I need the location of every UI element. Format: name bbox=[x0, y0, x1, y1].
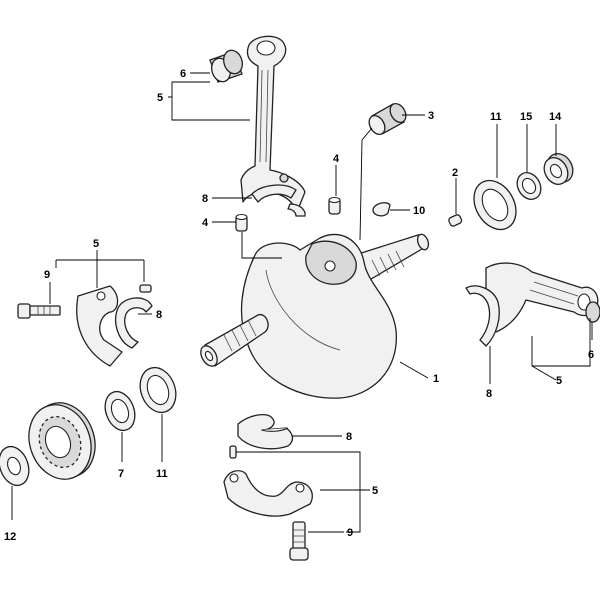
callout-1: 1 bbox=[433, 373, 439, 385]
callout-11-left: 11 bbox=[156, 468, 168, 480]
callout-15: 15 bbox=[520, 111, 532, 123]
bearing-shell-8-right bbox=[465, 285, 500, 347]
callout-2: 2 bbox=[452, 167, 458, 179]
callout-12: 12 bbox=[4, 531, 16, 543]
washer-7 bbox=[104, 390, 136, 432]
callout-5-right: 5 bbox=[556, 375, 562, 387]
callout-4-right: 4 bbox=[333, 153, 340, 165]
callout-6-right: 6 bbox=[588, 349, 594, 361]
callout-9-bottom: 9 bbox=[347, 527, 353, 539]
pin-2 bbox=[448, 214, 463, 227]
bolt-9-bottom bbox=[289, 521, 309, 561]
callout-8-upper: 8 bbox=[202, 193, 208, 205]
seal-14 bbox=[543, 153, 574, 185]
leader-lines bbox=[11, 72, 593, 533]
dowel-9-left bbox=[139, 284, 152, 293]
bearing-cap-5-bottom bbox=[223, 470, 313, 517]
callout-10: 10 bbox=[413, 205, 425, 217]
small-end-bushing-upper bbox=[209, 49, 243, 83]
bearing-shell-upper-middle bbox=[251, 184, 306, 217]
callout-5-left: 5 bbox=[93, 238, 99, 250]
washer-12 bbox=[0, 445, 30, 487]
bearing-shell-8-bottom bbox=[237, 413, 294, 450]
bearing-shell-8-left bbox=[115, 297, 153, 349]
callout-11-right: 11 bbox=[490, 111, 502, 123]
callout-3: 3 bbox=[428, 110, 434, 122]
thrust-washer-11-right bbox=[473, 179, 517, 231]
callout-8-bottom: 8 bbox=[346, 431, 352, 443]
callout-4-left: 4 bbox=[202, 217, 209, 229]
callout-5-upper: 5 bbox=[157, 92, 163, 104]
callout-8-left: 8 bbox=[156, 309, 162, 321]
crank-gear bbox=[28, 402, 96, 480]
dowel-pin-4-left bbox=[235, 213, 248, 232]
callout-14: 14 bbox=[549, 111, 562, 123]
sleeve-part-3 bbox=[368, 103, 407, 135]
thrust-washer-11-left bbox=[139, 366, 177, 414]
bearing-cap-5-left bbox=[76, 285, 123, 367]
callout-8-right: 8 bbox=[486, 388, 492, 400]
ring-15 bbox=[516, 172, 542, 200]
connecting-rod-upper bbox=[240, 35, 306, 213]
connecting-rod-right bbox=[485, 262, 599, 333]
callout-7: 7 bbox=[118, 468, 124, 480]
dowel-9-bottom bbox=[229, 445, 237, 459]
callout-9-left: 9 bbox=[44, 269, 50, 281]
callout-5-bottom: 5 bbox=[372, 485, 378, 497]
small-end-bushing-right bbox=[585, 301, 600, 323]
bolt-9-left bbox=[17, 303, 61, 319]
woodruff-key-10 bbox=[372, 202, 391, 217]
crankshaft bbox=[200, 233, 430, 399]
dowel-pin-4-right bbox=[328, 196, 341, 215]
callout-6-upper: 6 bbox=[180, 68, 186, 80]
callout-labels: 1 2 3 4 4 5 5 5 5 6 6 7 8 8 8 8 9 9 10 1… bbox=[4, 68, 594, 543]
